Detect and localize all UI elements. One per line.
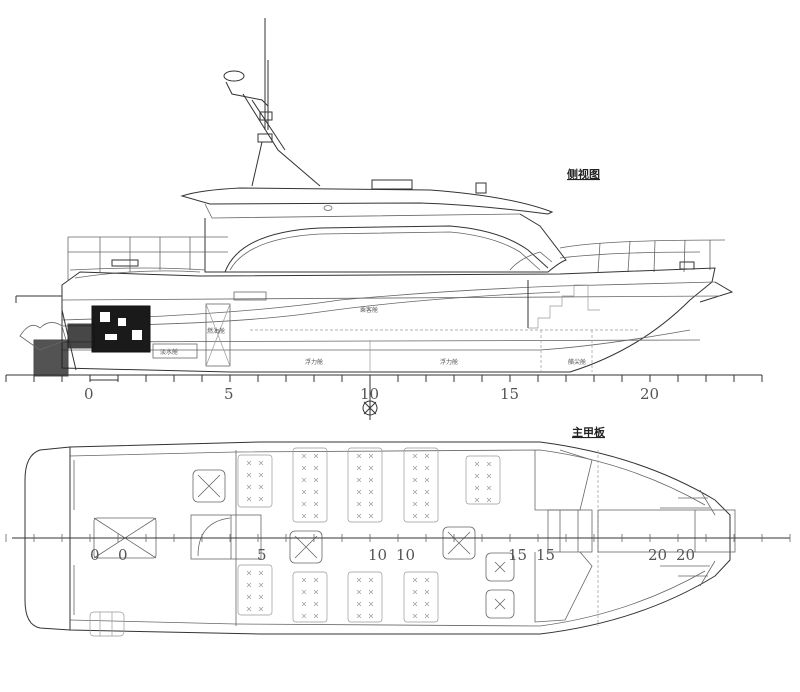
label-fuel-tank: 燃油舱 <box>207 327 225 335</box>
hatch-icon <box>192 469 226 503</box>
side-scale-label: 0 <box>84 385 94 403</box>
side-scale-label: 15 <box>500 385 519 403</box>
searchlight <box>371 179 413 190</box>
label-buoyancy-tank: 浮力舱 <box>440 358 458 366</box>
hatch-icon <box>289 530 323 564</box>
seat-bench <box>347 447 383 523</box>
seat-bench <box>465 455 501 505</box>
radar-dome-icon <box>223 70 245 82</box>
seat-bench <box>403 447 439 523</box>
helm-seat-icon <box>485 589 515 619</box>
mast <box>223 18 321 187</box>
fuel-tank: 燃油舱 <box>205 303 231 367</box>
side-scale-ticks <box>5 375 763 382</box>
side-view-title: 侧视图 <box>567 167 600 181</box>
helm-seat-icon <box>485 552 515 582</box>
engine-and-outdrive <box>19 305 151 377</box>
label-fore-peak-tank: 艏尖舱 <box>568 358 586 366</box>
top-scale-label: 0 <box>90 546 100 564</box>
hardtop <box>180 179 554 219</box>
top-scale-label: 20 <box>676 546 695 564</box>
passenger-seats <box>237 447 501 623</box>
seat-bench <box>237 564 273 616</box>
seat-bench <box>347 571 383 623</box>
scale-bar <box>89 374 119 381</box>
label-buoyancy-tank: 浮力舱 <box>305 358 323 366</box>
midship-symbol-icon <box>362 375 378 420</box>
top-scale-label: 15 <box>536 546 555 564</box>
toilet-room <box>190 514 262 560</box>
top-scale-label: 10 <box>396 546 415 564</box>
top-scale-label: 15 <box>508 546 527 564</box>
side-scale-label: 20 <box>640 385 659 403</box>
label-passenger-cabin: 乘客舱 <box>360 306 378 314</box>
top-view: 主甲板 <box>5 425 791 637</box>
hatch-icon <box>442 526 476 560</box>
top-scale-label: 0 <box>118 546 128 564</box>
seat-bench <box>292 571 328 623</box>
top-scale-ticks <box>5 534 791 542</box>
hull-profile <box>15 267 734 373</box>
seat-bench <box>292 447 328 523</box>
side-view: 侧视图 <box>5 18 763 420</box>
bow-railing <box>559 239 726 273</box>
fresh-water-tank: 淡水舱 <box>152 343 198 359</box>
top-scale-label: 10 <box>368 546 387 564</box>
aft-railing <box>67 236 228 280</box>
top-scale-label: 20 <box>648 546 667 564</box>
seat-bench <box>237 454 273 508</box>
side-scale-label: 5 <box>224 385 234 403</box>
top-view-title: 主甲板 <box>572 425 606 439</box>
label-fresh-water-tank: 淡水舱 <box>160 348 178 356</box>
superstructure <box>69 213 567 279</box>
seat-bench <box>403 571 439 623</box>
stern-ladder <box>89 611 125 637</box>
top-scale-label: 5 <box>257 546 267 564</box>
